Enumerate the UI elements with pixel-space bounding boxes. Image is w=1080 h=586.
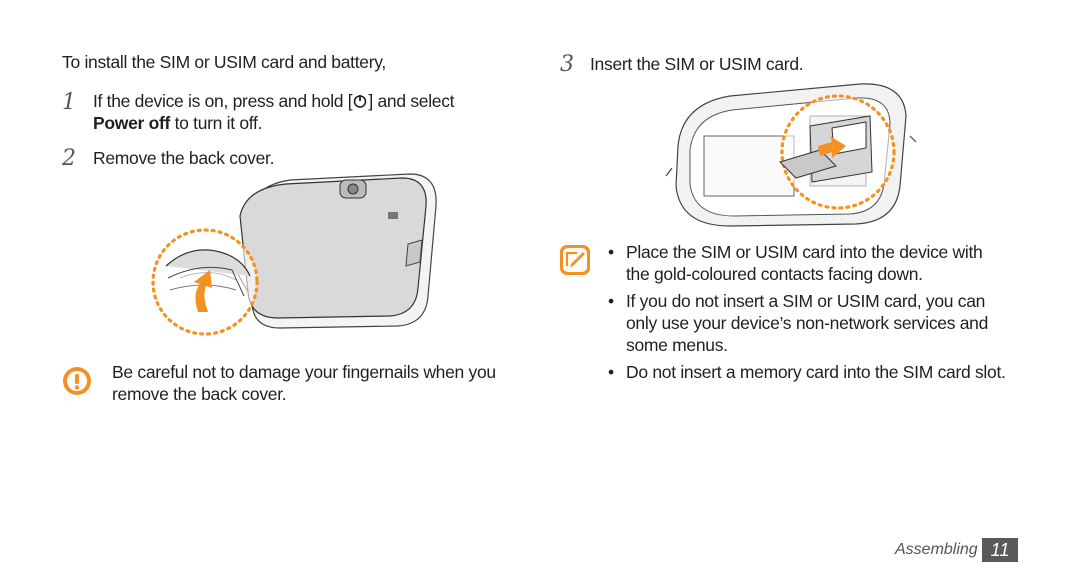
note-icon [560,245,590,275]
step-1-text: If the device is on, press and hold [ ] a… [93,90,493,134]
bullet-dot: • [608,291,614,311]
step-1-text-before: If the device is on, press and hold [ [93,91,353,111]
step-2-text: Remove the back cover. [93,148,275,168]
section-label: Assembling [895,541,978,558]
intro-text: To install the SIM or USIM card and batt… [62,52,386,72]
note-bullet-2: • If you do not insert a SIM or USIM car… [608,290,1008,356]
caution-icon [63,367,91,395]
note-bullet-1: • Place the SIM or USIM card into the de… [608,241,1008,285]
note-bullet-2-text: If you do not insert a SIM or USIM card,… [626,291,989,355]
back-cover-illustration [151,173,437,336]
bullet-dot: • [608,242,614,262]
note-bullet-3: • Do not insert a memory card into the S… [608,361,1008,383]
step-2-number: 2 [62,146,76,171]
note-bullet-1-text: Place the SIM or USIM card into the devi… [626,242,983,284]
step-1-number: 1 [62,90,76,115]
bullet-dot: • [608,362,614,382]
step-3-text: Insert the SIM or USIM card. [590,54,804,74]
step-1-text-after: ] and select [368,91,455,111]
sim-insert-illustration [665,83,917,227]
power-key-icon [354,95,367,108]
note-bullet-3-text: Do not insert a memory card into the SIM… [626,362,1006,382]
page-number: 11 [982,538,1018,562]
caution-text: Be careful not to damage your fingernail… [112,362,496,404]
step-3-number: 3 [560,52,574,77]
step-1-text-end: to turn it off. [170,113,263,133]
power-off-label: Power off [93,113,171,133]
